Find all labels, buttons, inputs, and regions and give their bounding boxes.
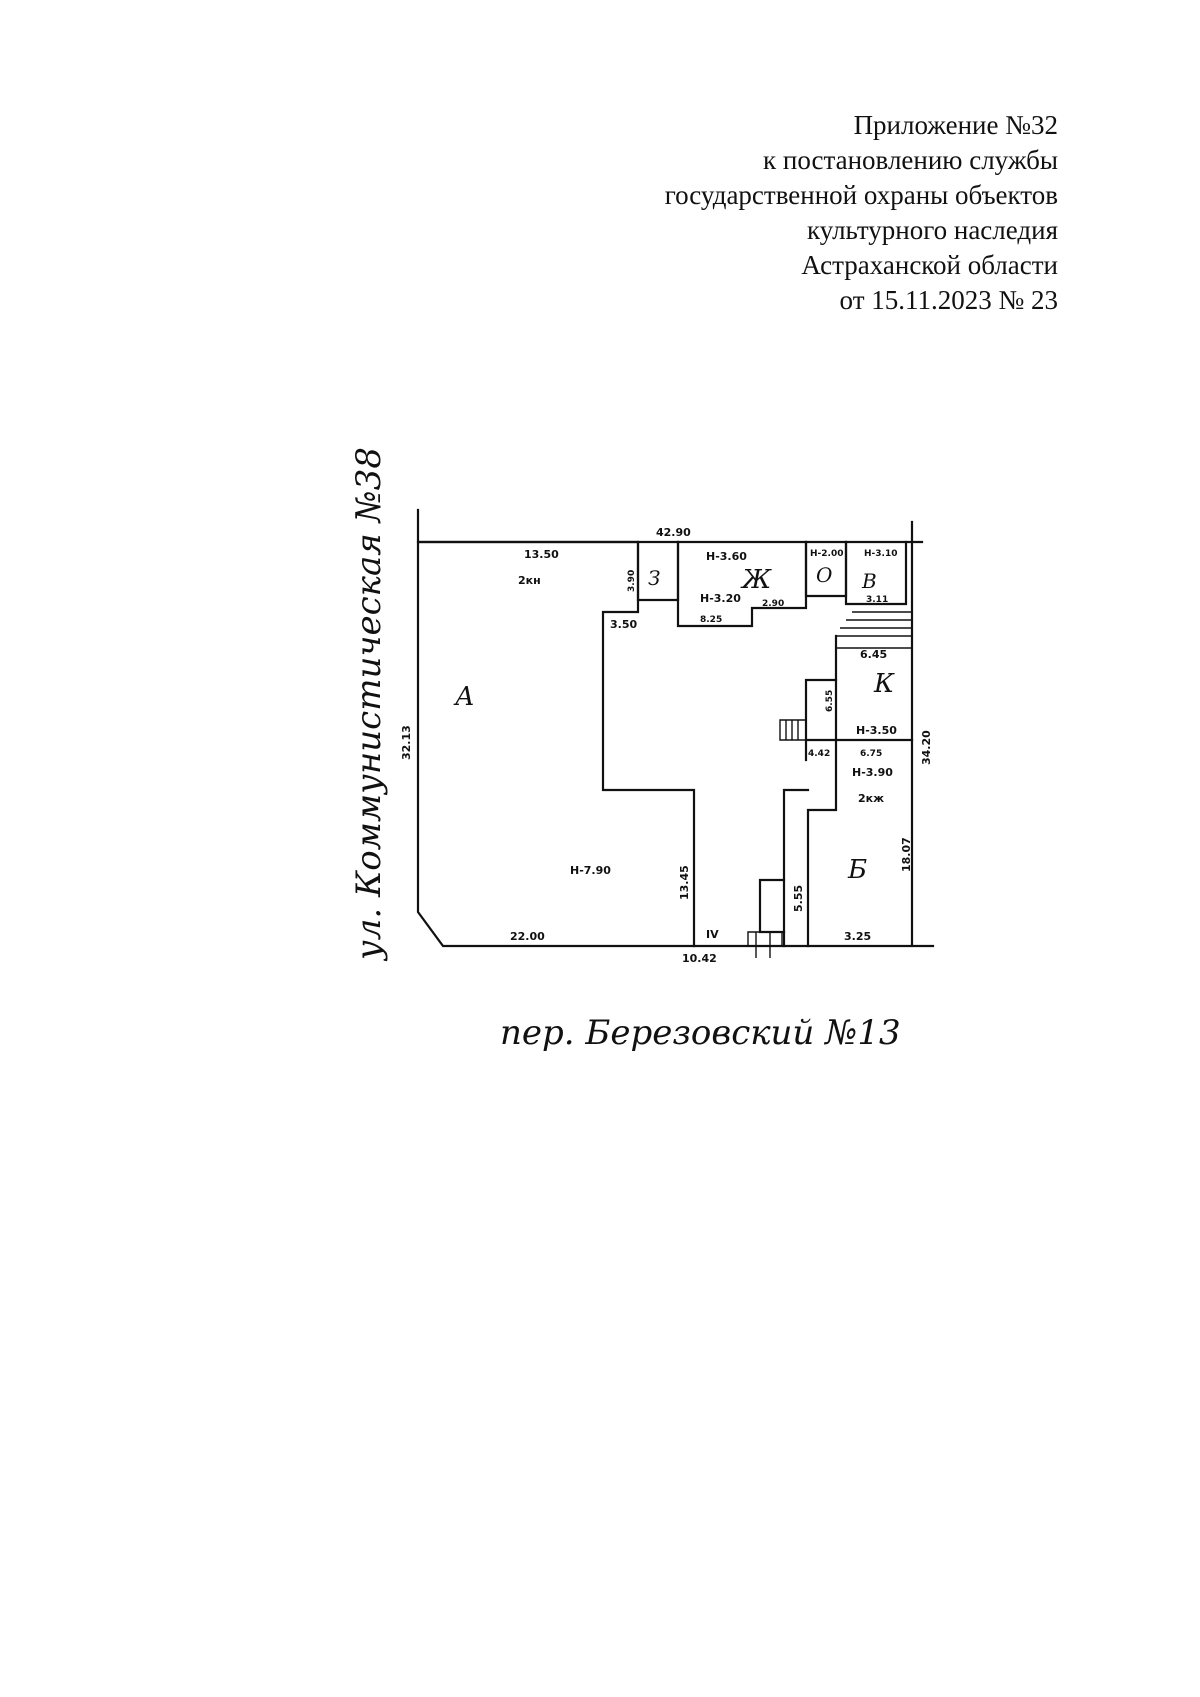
dim-bottom-left: 22.00 [510, 930, 545, 943]
dim-z-height: 3.90 [627, 570, 637, 592]
dim-zh-height-1: Н-3.60 [706, 550, 747, 563]
roman-iv-label: IV [706, 928, 719, 941]
dim-k-inner: 6.55 [825, 690, 835, 712]
stairs-k [779, 719, 807, 741]
porch-outline [758, 878, 786, 934]
dim-k-width: 6.45 [860, 648, 887, 661]
block-o-letter: О [816, 563, 832, 587]
dim-passage: 5.55 [792, 885, 805, 912]
dim-step-width: 3.50 [610, 618, 637, 631]
dim-a-floors: 2кн [518, 574, 541, 587]
block-v-outline [844, 540, 908, 606]
block-k-letter: К [873, 669, 895, 699]
dim-b-width: 6.75 [860, 749, 882, 759]
stairs-upper [835, 611, 913, 649]
dim-k-height: Н-3.50 [856, 724, 897, 737]
dim-o-height: Н-2.00 [810, 549, 843, 559]
dim-a-inner-height: 13.45 [678, 865, 691, 900]
header-line-heritage: культурного наследия [807, 215, 1058, 245]
dim-zh-height-2: Н-3.20 [700, 592, 741, 605]
dim-b-floors: 2кж [858, 792, 884, 805]
dim-v-width: 3.11 [866, 595, 888, 605]
building-a-outline [416, 540, 696, 948]
dim-zh-width: 8.25 [700, 615, 722, 625]
header-line-appendix: Приложение №32 [853, 110, 1058, 140]
block-z-letter: З [648, 566, 660, 590]
block-k-annex [804, 678, 838, 742]
gate-marks [747, 931, 783, 958]
block-b-letter: Б [847, 855, 867, 885]
dim-b-depth: 18.07 [900, 837, 913, 872]
dim-right-height: 34.20 [920, 730, 933, 765]
dim-a-height: Н-7.90 [570, 864, 611, 877]
street-bottom-label: пер. Березовский №13 [500, 1013, 901, 1053]
street-left-label: ул. Коммунистическая №38 [349, 447, 389, 962]
dim-top-width: 42.90 [656, 526, 691, 539]
block-zh-letter: Ж [740, 565, 772, 595]
header-line-region: Астраханской области [801, 250, 1058, 280]
header-line-service: государственной охраны объектов [664, 180, 1058, 210]
block-a-letter: А [453, 682, 475, 712]
dim-v-height: Н-3.10 [864, 549, 897, 559]
dim-left-height: 32.13 [400, 725, 413, 760]
dim-k-step: 4.42 [808, 749, 830, 759]
dim-a-width: 13.50 [524, 548, 559, 561]
dim-bottom-mid: 10.42 [682, 952, 717, 965]
header-line-date: от 15.11.2023 № 23 [839, 285, 1058, 315]
passage-outline [782, 788, 810, 948]
document-header: Приложение №32 к постановлению службы го… [665, 108, 1058, 318]
block-v-letter: В [861, 569, 877, 593]
header-line-resolution: к постановлению службы [763, 145, 1058, 175]
dim-b-height: Н-3.90 [852, 766, 893, 779]
dim-bottom-right: 3.25 [844, 930, 871, 943]
block-b-outline [804, 738, 838, 948]
dim-zh-depth: 2.90 [762, 599, 784, 609]
